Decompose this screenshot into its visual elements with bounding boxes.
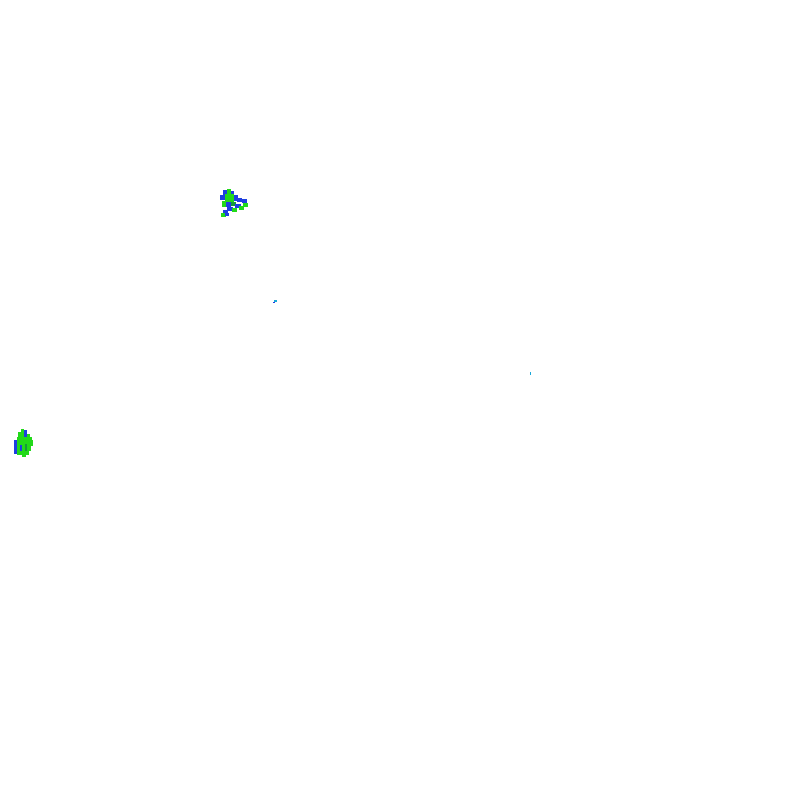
blue-green-cluster-icon [220,189,248,217]
green-blue-hand-icon [14,429,33,457]
cyan-speck-icon [273,300,277,303]
cyan-dot-icon [530,372,531,375]
